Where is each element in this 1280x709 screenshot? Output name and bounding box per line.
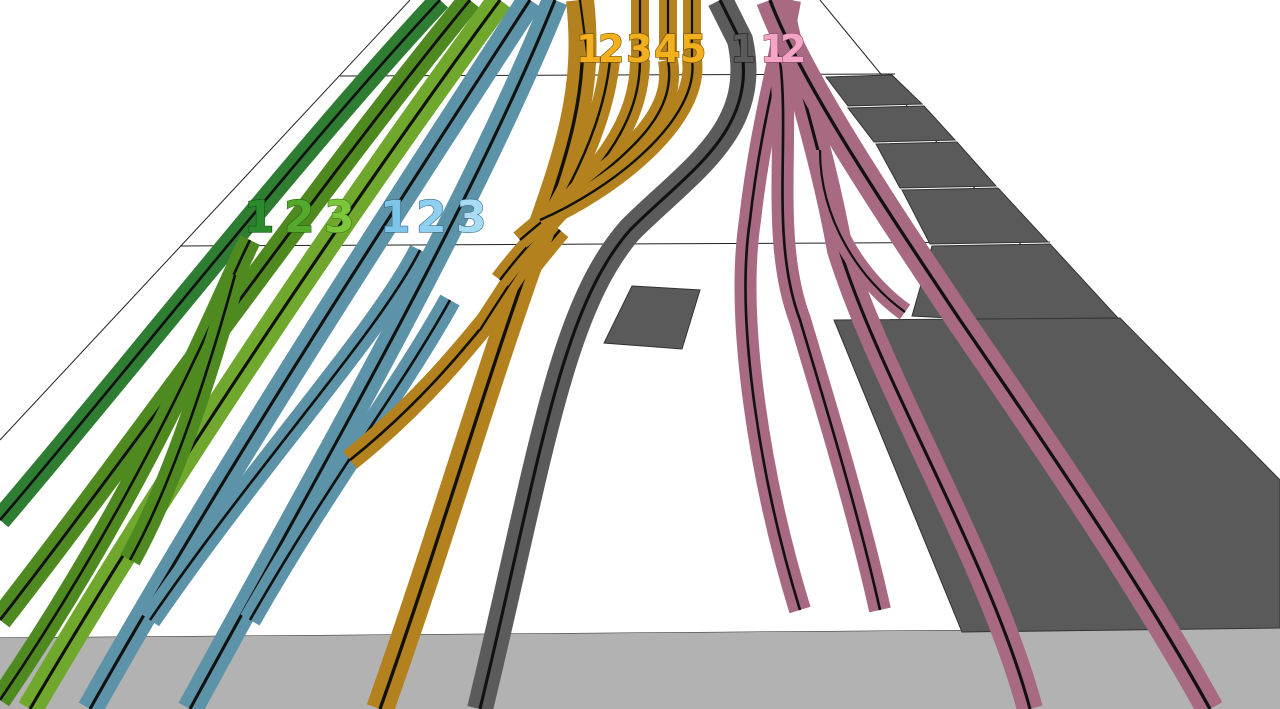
green-crossover-2-rail	[128, 274, 237, 561]
green-crossover-1-rail	[0, 239, 252, 701]
label-green-2: 2	[284, 192, 315, 243]
pink-track-4-rail	[768, 0, 1212, 709]
label-pink-2: 2	[780, 27, 806, 71]
label-orange-2: 2	[598, 27, 624, 71]
label-blue-1: 1	[380, 192, 411, 243]
platform	[875, 141, 998, 189]
label-gray-1: 1	[730, 27, 756, 71]
green-track-1-rail	[0, 0, 441, 521]
pink-stub-rail	[818, 149, 906, 313]
blue-crossover-1-rail	[148, 249, 422, 621]
orange-stub-1-rail	[578, 0, 590, 61]
label-green-3: 3	[324, 192, 355, 243]
track-labels: 1 2 3 1 2 3 1 2 3 4 5 1 1 2	[243, 26, 807, 243]
pink-track-2-rail	[778, 59, 882, 611]
orange-track-5-rail	[539, 59, 694, 222]
label-orange-1: 1	[576, 27, 602, 71]
platform	[825, 74, 924, 107]
road-band	[0, 628, 1280, 709]
gray-track-1-rail	[478, 0, 746, 709]
platform	[603, 285, 701, 350]
orange-track-1-rail	[378, 0, 585, 709]
label-orange-5: 5	[680, 27, 706, 71]
label-orange-3: 3	[626, 27, 652, 71]
label-blue-2: 2	[416, 192, 447, 243]
tracks	[0, 0, 1223, 709]
green-track-3-rail	[28, 0, 502, 709]
label-green-1: 1	[244, 192, 275, 243]
label-blue-3: 3	[456, 192, 487, 243]
platform	[901, 187, 1050, 245]
platform	[847, 105, 957, 143]
label-orange-4: 4	[654, 27, 680, 71]
label-pink-1: 1	[760, 27, 786, 71]
